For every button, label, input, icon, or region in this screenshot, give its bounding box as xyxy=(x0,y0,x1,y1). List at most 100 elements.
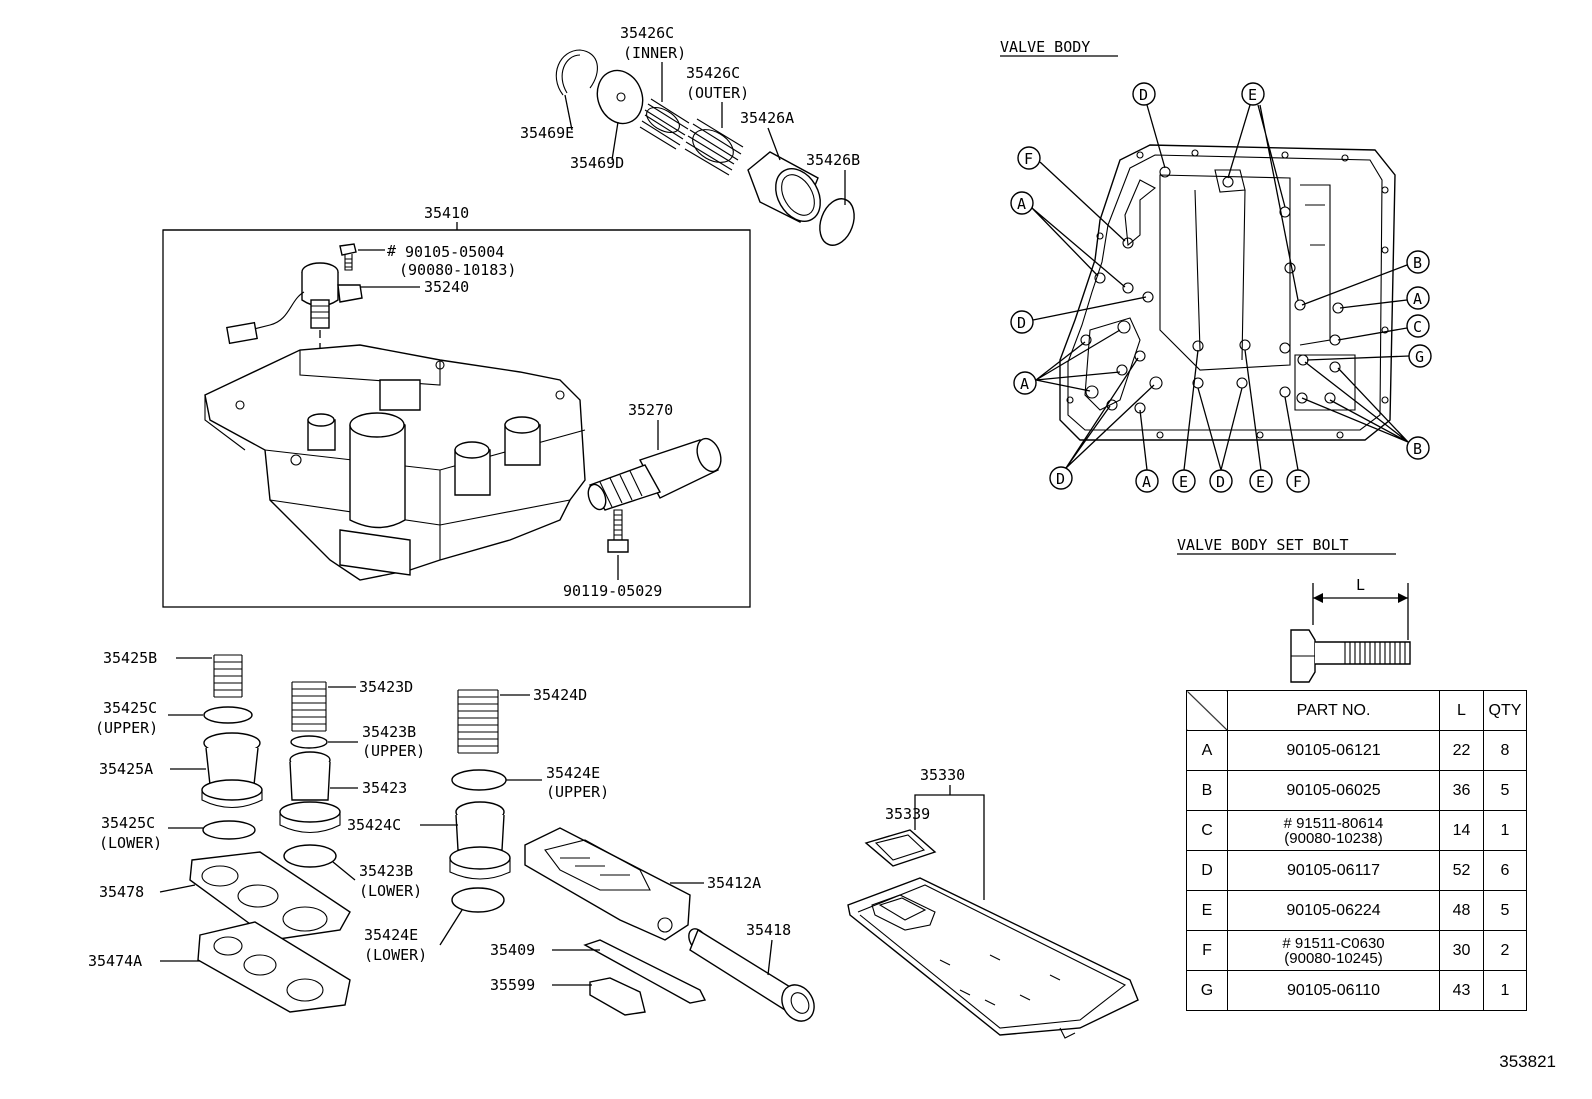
plate-35599 xyxy=(589,977,646,1016)
o-ring-35424e-lower xyxy=(451,887,505,913)
callout-d-left2: D xyxy=(1056,470,1065,488)
callout-b-right2: B xyxy=(1413,440,1422,458)
table-corner-cell xyxy=(1186,690,1228,731)
label-35474a: 35474A xyxy=(88,952,142,970)
valve-body-assembly xyxy=(204,344,586,581)
callout-a-right: A xyxy=(1413,290,1422,308)
callout-f-left: F xyxy=(1024,150,1033,168)
label-35469d: 35469D xyxy=(570,154,624,172)
o-ring-35424e-upper xyxy=(451,769,507,791)
detent-spring-35409 xyxy=(583,939,707,1004)
label-35423b-lower-note: (LOWER) xyxy=(359,882,422,900)
label-35270: 35270 xyxy=(628,401,673,419)
label-35425c-lower-note: (LOWER) xyxy=(99,834,162,852)
snap-ring-35469e xyxy=(555,49,598,96)
valve-body-title: VALVE BODY xyxy=(1000,38,1090,56)
set-bolt-title: VALVE BODY SET BOLT xyxy=(1177,536,1349,554)
row-part-alt: (90080-10245) xyxy=(1284,949,1383,967)
o-ring-35425c-lower xyxy=(202,820,256,840)
set-bolt-table: PART NO. L QTY A 90105-06121 22 8 B 9010… xyxy=(1186,690,1527,1011)
row-part: 90105-06110 xyxy=(1227,970,1440,1011)
label-35410: 35410 xyxy=(424,204,469,222)
bolt-90119-05029 xyxy=(607,509,629,553)
row-qty: 1 xyxy=(1483,810,1527,851)
row-part: # 91511-C0630 (90080-10245) xyxy=(1227,930,1440,971)
spring-35425b xyxy=(213,654,243,698)
callout-g-right: G xyxy=(1415,348,1424,366)
row-l: 48 xyxy=(1439,890,1484,931)
row-mark: # xyxy=(1283,814,1292,832)
label-35330: 35330 xyxy=(920,766,965,784)
label-35424d: 35424D xyxy=(533,686,587,704)
label-35426c-outer-note: (OUTER) xyxy=(686,84,749,102)
row-mark: # xyxy=(1282,934,1291,952)
header-part-no: PART NO. xyxy=(1227,690,1440,731)
sleeve-35424c xyxy=(449,801,511,880)
manual-valve-35418 xyxy=(688,928,815,1022)
label-35426a: 35426A xyxy=(740,109,794,127)
callout-b-right: B xyxy=(1413,254,1422,272)
diagram-code: 353821 xyxy=(1499,1052,1556,1071)
table-row: B 90105-06025 36 5 xyxy=(1186,770,1527,811)
gasket-35478 xyxy=(189,851,351,941)
label-35426c-outer: 35426C xyxy=(686,64,740,82)
callout-a-bottom: A xyxy=(1142,473,1151,491)
sleeve-35426a xyxy=(747,151,821,223)
label-35599: 35599 xyxy=(490,976,535,994)
row-part: # 91511-80614 (90080-10238) xyxy=(1227,810,1440,851)
label-35423b-upper: 35423B xyxy=(362,723,416,741)
row-part: 90105-06025 xyxy=(1227,770,1440,811)
row-code: D xyxy=(1186,850,1228,891)
row-l: 43 xyxy=(1439,970,1484,1011)
label-35425a: 35425A xyxy=(99,760,153,778)
plate-35469d xyxy=(596,69,644,125)
header-l: L xyxy=(1439,690,1484,731)
bolt-90105-05004 xyxy=(339,243,357,271)
o-ring-35423b-upper xyxy=(290,735,328,749)
solenoid-35270 xyxy=(587,437,722,511)
table-header-row: PART NO. L QTY xyxy=(1186,690,1527,731)
valve-body-top-view xyxy=(1059,144,1396,441)
spring-35426c-outer xyxy=(684,118,744,176)
callout-a-left2: A xyxy=(1020,375,1029,393)
label-90080-10183: (90080-10183) xyxy=(399,261,516,279)
label-35426c-inner: 35426C xyxy=(620,24,674,42)
header-qty: QTY xyxy=(1483,690,1527,731)
label-35424e-lower-note: (LOWER) xyxy=(364,946,427,964)
callout-a-left: A xyxy=(1017,195,1026,213)
label-35339: 35339 xyxy=(885,805,930,823)
row-qty: 2 xyxy=(1483,930,1527,971)
row-l: 14 xyxy=(1439,810,1484,851)
strainer-35330 xyxy=(847,877,1139,1039)
label-35425b: 35425B xyxy=(103,649,157,667)
label-35412a: 35412A xyxy=(707,874,761,892)
table-row: G 90105-06110 43 1 xyxy=(1186,970,1527,1011)
row-part: 90105-06224 xyxy=(1227,890,1440,931)
sleeve-35423 xyxy=(279,751,341,833)
set-bolt-drawing xyxy=(1290,583,1411,683)
label-35423b-lower: 35423B xyxy=(359,862,413,880)
callout-e-top: E xyxy=(1248,86,1257,104)
row-code: A xyxy=(1186,730,1228,771)
solenoid-35240 xyxy=(226,262,363,345)
callout-d-left: D xyxy=(1017,314,1026,332)
label-35409: 35409 xyxy=(490,941,535,959)
label-35418: 35418 xyxy=(746,921,791,939)
table-row: E 90105-06224 48 5 xyxy=(1186,890,1527,931)
spring-35426c-inner xyxy=(639,98,690,150)
spring-35423d xyxy=(291,681,327,732)
row-qty: 5 xyxy=(1483,890,1527,931)
label-35425c-upper-note: (UPPER) xyxy=(95,719,158,737)
row-l: 22 xyxy=(1439,730,1484,771)
row-qty: 8 xyxy=(1483,730,1527,771)
row-l: 30 xyxy=(1439,930,1484,971)
row-l: 52 xyxy=(1439,850,1484,891)
row-part: 90105-06117 xyxy=(1227,850,1440,891)
table-row: C # 91511-80614 (90080-10238) 14 1 xyxy=(1186,810,1527,851)
hash-mark-90105-05004: # xyxy=(387,242,396,260)
row-part-alt: (90080-10238) xyxy=(1284,829,1383,847)
label-35478: 35478 xyxy=(99,883,144,901)
callout-e-bottom2: E xyxy=(1256,473,1265,491)
row-code: G xyxy=(1186,970,1228,1011)
row-qty: 1 xyxy=(1483,970,1527,1011)
